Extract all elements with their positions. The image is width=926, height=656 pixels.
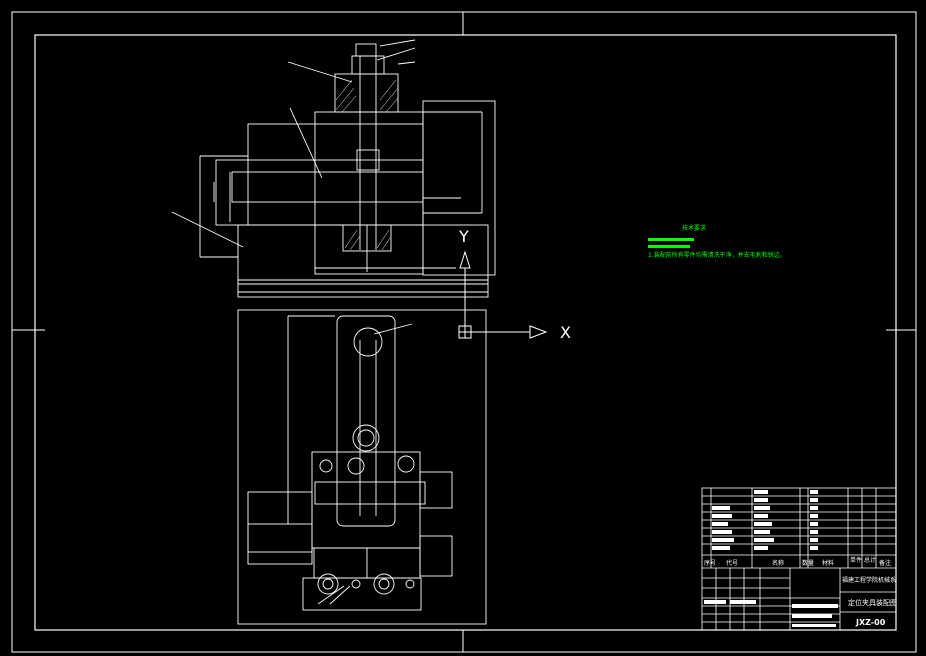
ucs-icon: [458, 250, 548, 339]
drawing-frame: [11, 11, 917, 653]
tech-requirements: 技术要求 1.装配前所有零件均需清洗干净，并去毛刺和锐边。: [648, 224, 786, 259]
ucs-x-label: X: [560, 323, 571, 342]
tech-requirements-title: 技术要求: [682, 224, 706, 232]
title-block-school: 福建工程学院机械系: [842, 576, 896, 584]
tech-requirements-line-3: 1.装配前所有零件均需清洗干净，并去毛刺和锐边。: [648, 251, 786, 259]
title-block-header-7: 备注: [879, 559, 891, 567]
tech-requirements-line-2: [648, 245, 690, 248]
section-hatch: [335, 79, 399, 251]
ucs-y-label: Y: [458, 227, 469, 246]
front-view[interactable]: [171, 39, 496, 298]
tech-requirements-line-1: [648, 238, 694, 241]
plan-view[interactable]: [237, 309, 487, 625]
title-block-header-0: 序号: [704, 559, 716, 567]
title-block-fills: [704, 490, 838, 627]
title-block-header-1: 代号: [726, 559, 738, 567]
title-block-header-5: 单件: [850, 556, 862, 564]
title-block-drawing-name: 定位夹具装配图: [848, 598, 897, 607]
title-block-header-6: 总计: [864, 556, 876, 564]
title-block-header-2: 名称: [772, 559, 784, 567]
title-block-header-3: 数量: [802, 559, 814, 567]
title-block-header-4: 材料: [822, 559, 834, 567]
title-block-drawing-code: JXZ-00: [855, 618, 886, 627]
